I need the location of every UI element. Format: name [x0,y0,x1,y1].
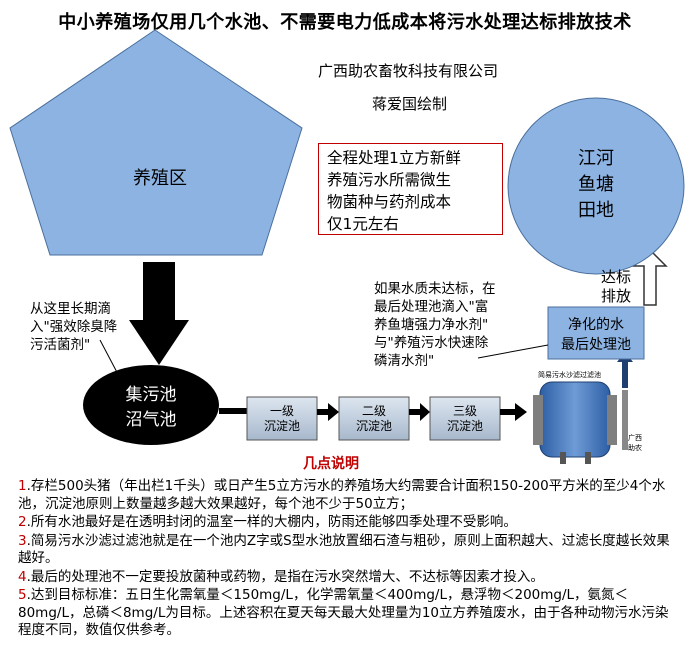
manure-label: 粪水 [150,290,167,329]
company-name: 广西助农畜牧科技有限公司 [318,62,499,80]
filter-brand-line1: 广西 [628,433,642,442]
notes-list: 1.存栏500头猪（年出栏1千头）或日产生5立方污水的养殖场大约需要合计面积15… [18,478,678,641]
note-number: 3 [18,532,27,549]
arrow-tank1-to-tank2 [317,403,339,421]
note-item: 4.最后的处理池不一定要投放菌种或药物，是指在污水突然增大、不达标等因素才投入。 [18,569,678,587]
note-text: .最后的处理池不一定要投放菌种或药物，是指在污水突然增大、不达标等因素才投入。 [26,568,544,585]
arrow-tank2-to-tank3 [409,403,430,421]
breeding-area-label: 养殖区 [133,167,187,189]
note-number: 5 [18,587,27,603]
note-text: .简易污水沙滤过滤池就是在一个池内Z字或S型水池放置细石渣与粗砂，原则上面积越大… [18,532,670,567]
note-text: .存栏500头猪（年出栏1千头）或日产生5立方污水的养殖场大约需要合计面积150… [18,478,666,512]
deodorant-tip: 从这里长期滴 入"强效除臭降 污活菌剂" [30,301,118,353]
note-number: 2 [18,514,27,530]
note-text: .所有水池最好是在透明封闭的温室一样的大棚内，防雨还能够四季处理不受影响。 [26,514,517,530]
tank-2-label: 二级 沉淀池 [355,404,392,433]
author-credit: 蒋爱国绘制 [372,95,448,113]
final-pool-line1: 净化的水 [568,317,624,333]
note-number: 1 [18,478,27,494]
destination-line3: 田地 [578,200,614,221]
breeding-area-pentagon [9,29,303,256]
note-number: 4 [18,568,27,585]
manure-arrow [129,262,189,365]
tank-2 [338,396,410,441]
note-item: 5.达到目标标准：五日生化需氧量＜150mg/L，化学需氧量＜400mg/L，悬… [18,587,678,640]
destination-line2: 鱼塘 [578,174,614,195]
filter-label: 简易污水沙滤过滤池 [538,370,601,379]
final-pool-line2: 最后处理池 [561,337,631,353]
biogas-pool [83,365,219,445]
page-title: 中小养殖场仅用几个水池、不需要电力低成本将污水处理达标排放技术 [58,12,632,33]
biogas-pool-line2: 沼气池 [126,410,177,430]
discharge-label: 达标 排放 [600,268,631,305]
pipe-filter-to-final [622,360,628,388]
final-pool [547,306,645,360]
note-text: .达到目标标准：五日生化需氧量＜150mg/L，化学需氧量＜400mg/L，悬浮… [18,587,669,638]
tank-1 [246,396,318,441]
destination-circle [507,97,685,275]
tank-3-label: 三级 沉淀池 [446,404,483,433]
arrow-tank3-to-filter [500,403,527,421]
pipe-to-tank1 [219,408,247,414]
sand-filter-tank [533,381,628,464]
biogas-pool-line1: 集污池 [126,385,177,405]
purifier-tip: 如果水质未达标，在 最后处理池滴入"富 养鱼塘强力净水剂" 与"养殖污水快速除 … [374,281,496,369]
cost-note-box: 全程处理1立方新鲜 养殖污水所需微生 物菌种与药剂成本 仅1元左右 [318,143,503,235]
callout-right [477,344,549,359]
notes-heading: 几点说明 [303,456,359,472]
callout-left [99,339,121,379]
note-item: 2.所有水池最好是在透明封闭的温室一样的大棚内，防雨还能够四季处理不受影响。 [18,514,678,532]
destination-line1: 江河 [578,148,614,169]
discharge-arrow [632,248,668,306]
note-item: 1.存栏500头猪（年出栏1千头）或日产生5立方污水的养殖场大约需要合计面积15… [18,478,678,513]
filter-brand-line2: 助农 [628,443,642,452]
tank-1-label: 一级 沉淀池 [263,404,300,433]
tank-3 [429,396,501,441]
note-item: 3.简易污水沙滤过滤池就是在一个池内Z字或S型水池放置细石渣与粗砂，原则上面积越… [18,533,678,568]
